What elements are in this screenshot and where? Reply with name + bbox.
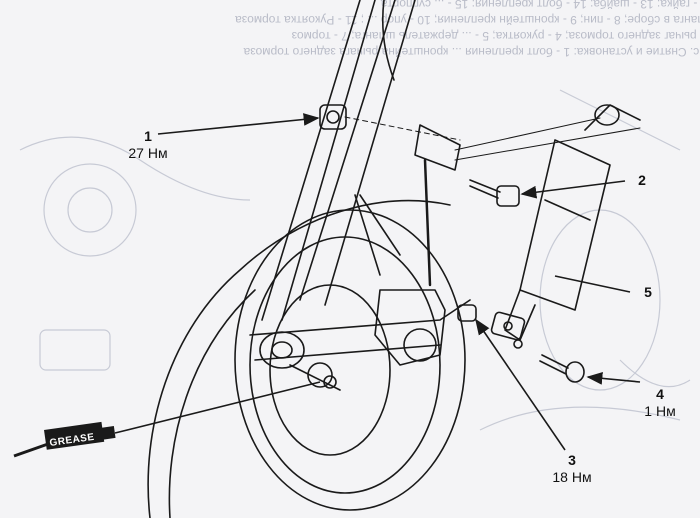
- leader-4: [586, 372, 641, 385]
- screw-4: [539, 354, 585, 383]
- callout-torque: 18 Нм: [552, 469, 592, 485]
- main-drawing: [147, 0, 641, 518]
- callout-torque: 1 Нм: [644, 403, 676, 419]
- nut-3: [457, 304, 477, 322]
- callout-3: 3 18 Нм: [548, 452, 596, 486]
- callout-4: 4 1 Нм: [640, 386, 680, 420]
- callout-torque: 27 Нм: [128, 145, 168, 161]
- callout-number: 3: [568, 452, 576, 468]
- callout-2: 2: [630, 172, 654, 189]
- callout-5: 5: [636, 284, 660, 301]
- leader-grease: [114, 381, 321, 434]
- background-ghost-drawing: [19, 89, 691, 431]
- callout-number: 1: [144, 128, 152, 144]
- leader-2: [520, 180, 626, 199]
- callout-number: 4: [656, 386, 664, 402]
- leader-lines: [114, 113, 641, 451]
- leader-1: [157, 113, 320, 135]
- leader-5: [554, 275, 631, 293]
- callout-1: 1 27 Нм: [128, 128, 168, 162]
- leader-3: [475, 318, 566, 451]
- grease-tube-icon: GREASE: [13, 421, 116, 458]
- callout-number: 2: [638, 172, 646, 188]
- callout-number: 5: [644, 284, 652, 300]
- shock-absorber: [490, 104, 641, 349]
- bolt-2: [469, 179, 520, 207]
